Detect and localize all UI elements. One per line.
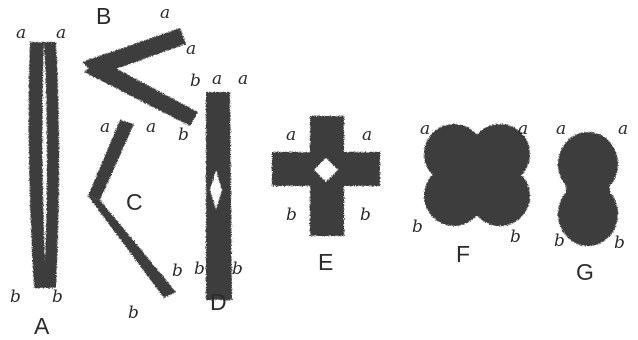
b-end-label-1: a [160,3,170,23]
f-end-label-1: a [420,119,430,139]
label-e: E [318,249,333,275]
d-end-label-2: a [238,69,248,89]
label-g: G [576,259,594,285]
a-end-label-4: b [52,287,63,307]
a-end-label-2: a [56,23,66,43]
d-end-label-3: b [194,259,205,279]
f-end-label-2: a [518,119,528,139]
label-c: C [126,189,143,215]
chromosome-d [206,92,232,300]
c-end-label-4: b [128,303,139,323]
a-end-label-3: b [10,287,21,307]
chromosome-f [424,124,530,226]
chromosome-a [29,42,59,288]
label-d: D [210,289,227,315]
e-end-label-4: b [360,205,371,225]
b-end-label-2: a [186,39,196,59]
e-end-label-1: a [286,125,296,145]
f-end-label-3: b [412,217,423,237]
d-end-label-1: a [212,69,222,89]
d-end-label-4: b [232,259,243,279]
b-end-label-4: b [178,125,189,145]
e-end-label-3: b [286,205,297,225]
b-end-label-3: b [190,71,201,91]
label-f: F [456,241,470,267]
label-a: A [34,313,50,339]
c-end-label-1: a [100,117,110,137]
c-end-label-2: a [146,117,156,137]
f-end-label-4: b [510,227,521,247]
chromosome-b [82,28,198,126]
g-end-label-3: b [554,231,565,251]
a-end-label-1: a [16,23,26,43]
e-end-label-2: a [362,125,372,145]
g-end-label-4: b [614,233,625,253]
chromosome-g [558,132,618,246]
label-b: B [96,3,111,29]
c-end-label-3: b [172,261,183,281]
g-end-label-2: a [618,119,628,139]
g-end-label-1: a [556,119,566,139]
